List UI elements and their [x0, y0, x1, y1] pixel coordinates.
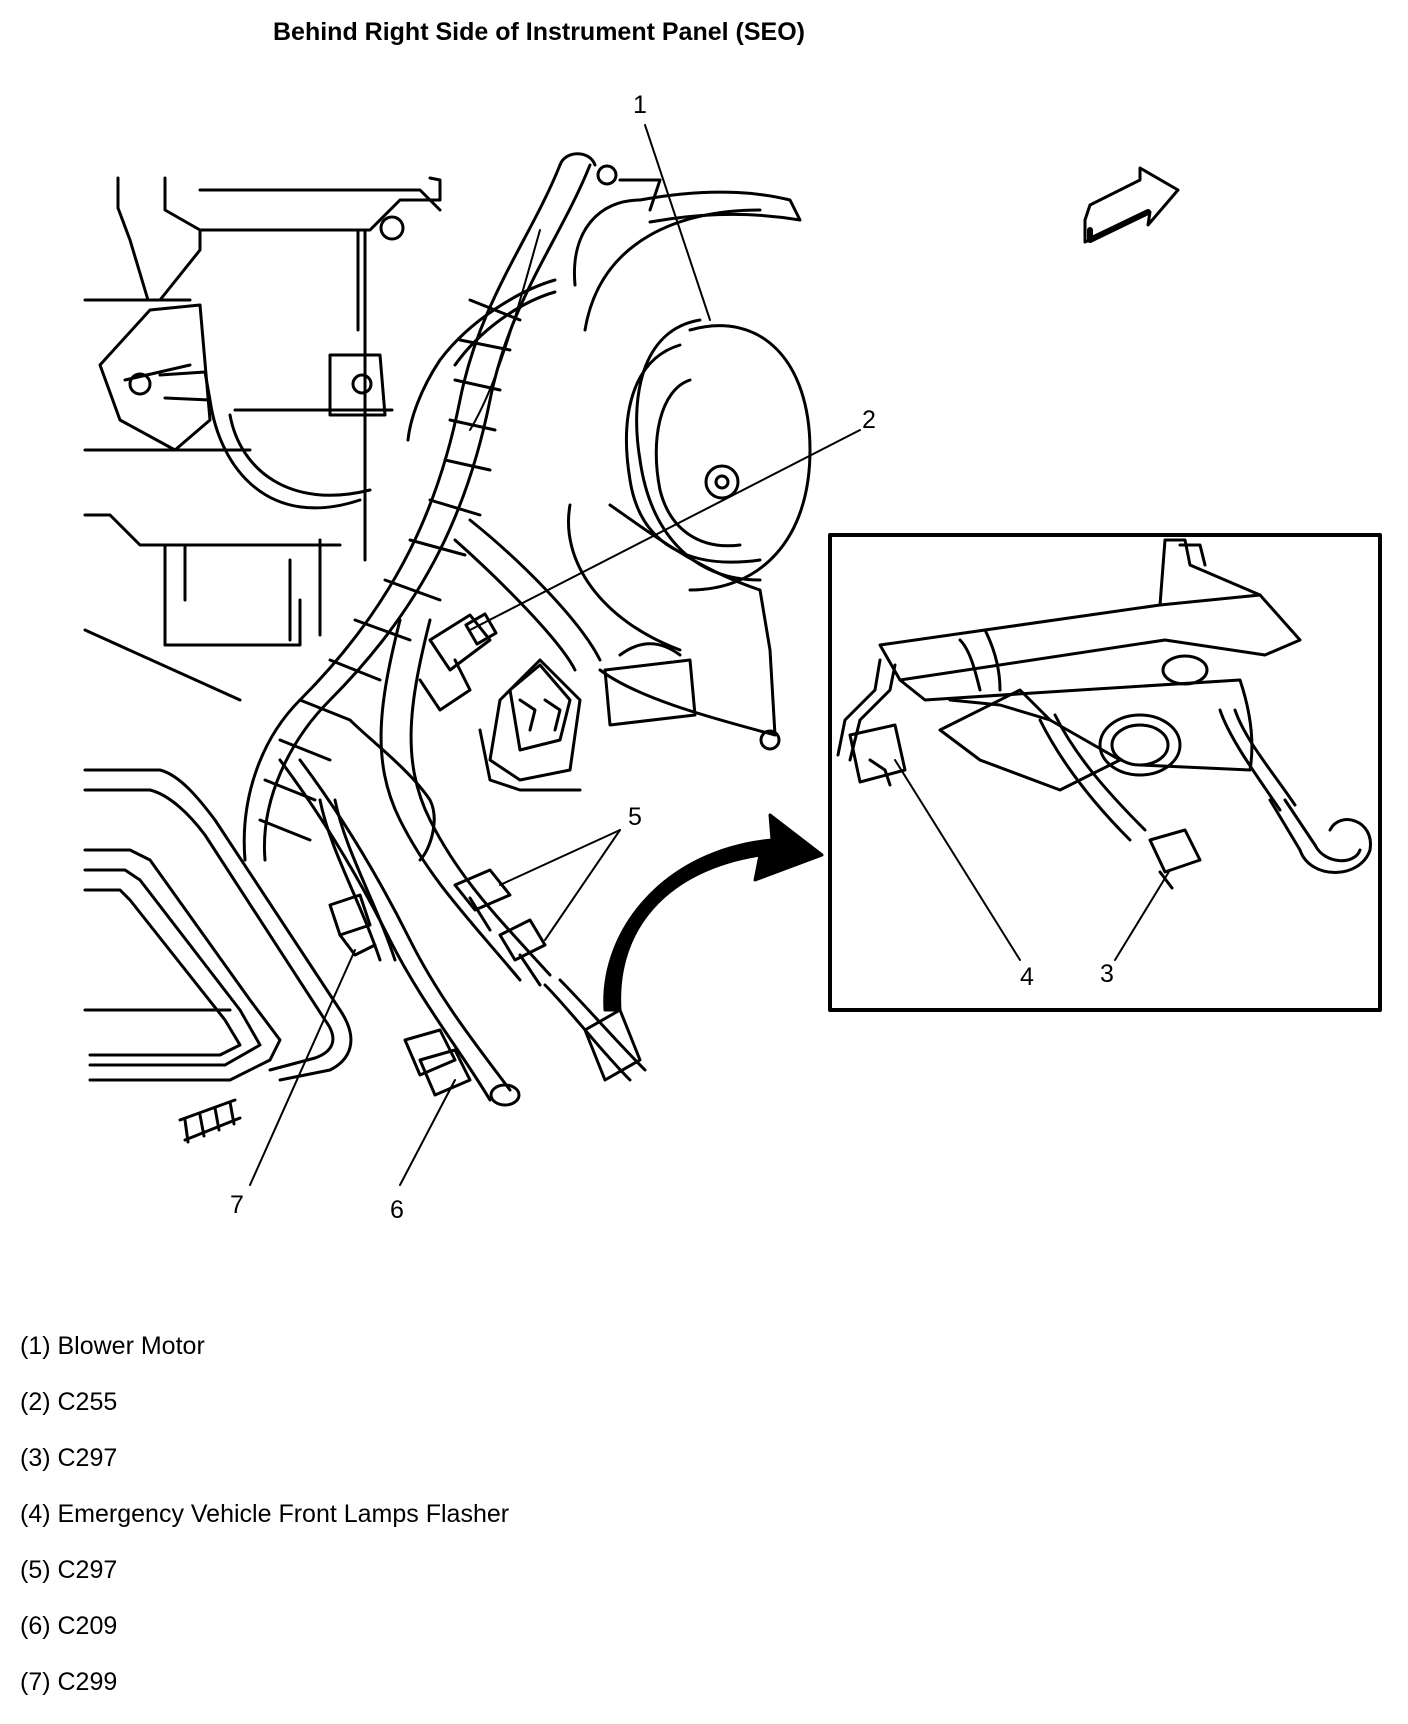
callout-5: 5	[628, 803, 642, 831]
callout-2: 2	[862, 406, 876, 434]
legend-item-blower-motor: (1) Blower Motor	[20, 1332, 205, 1360]
legend-item-flasher: (4) Emergency Vehicle Front Lamps Flashe…	[20, 1500, 510, 1528]
legend-item-c209: (6) C209	[20, 1612, 118, 1640]
lower-left-module	[83, 768, 353, 1144]
relay-block	[478, 642, 697, 792]
inset-detail	[828, 533, 1382, 1012]
legend-list: (1) Blower Motor (2) C255 (3) C297 (4) E…	[20, 1318, 509, 1710]
hvac-case	[83, 176, 442, 702]
wiring-diagram: 1 2 3 4 5 6 7	[83, 91, 1382, 1224]
legend-item-c299: (7) C299	[20, 1668, 118, 1696]
connector-c255	[418, 612, 498, 712]
wire-harness	[242, 152, 618, 1107]
diagram-title: Behind Right Side of Instrument Panel (S…	[273, 18, 805, 46]
callout-6: 6	[390, 1196, 404, 1224]
callout-7: 7	[230, 1191, 244, 1219]
leader-lines	[249, 124, 1171, 1186]
connector-c209	[403, 1028, 472, 1097]
direction-arrow-icon	[1083, 166, 1180, 244]
legend-item-c255: (2) C255	[20, 1388, 118, 1416]
connector-c297	[453, 868, 647, 1082]
legend-item-c297: (3) C297	[20, 1444, 118, 1472]
blower-motor	[567, 178, 812, 751]
callout-1: 1	[633, 91, 647, 119]
connector-c299	[328, 893, 377, 957]
curved-arrow-icon	[603, 813, 824, 1012]
callout-4: 4	[1020, 963, 1034, 991]
legend-item-c297-2: (5) C297	[20, 1556, 118, 1584]
callout-3: 3	[1100, 960, 1114, 988]
